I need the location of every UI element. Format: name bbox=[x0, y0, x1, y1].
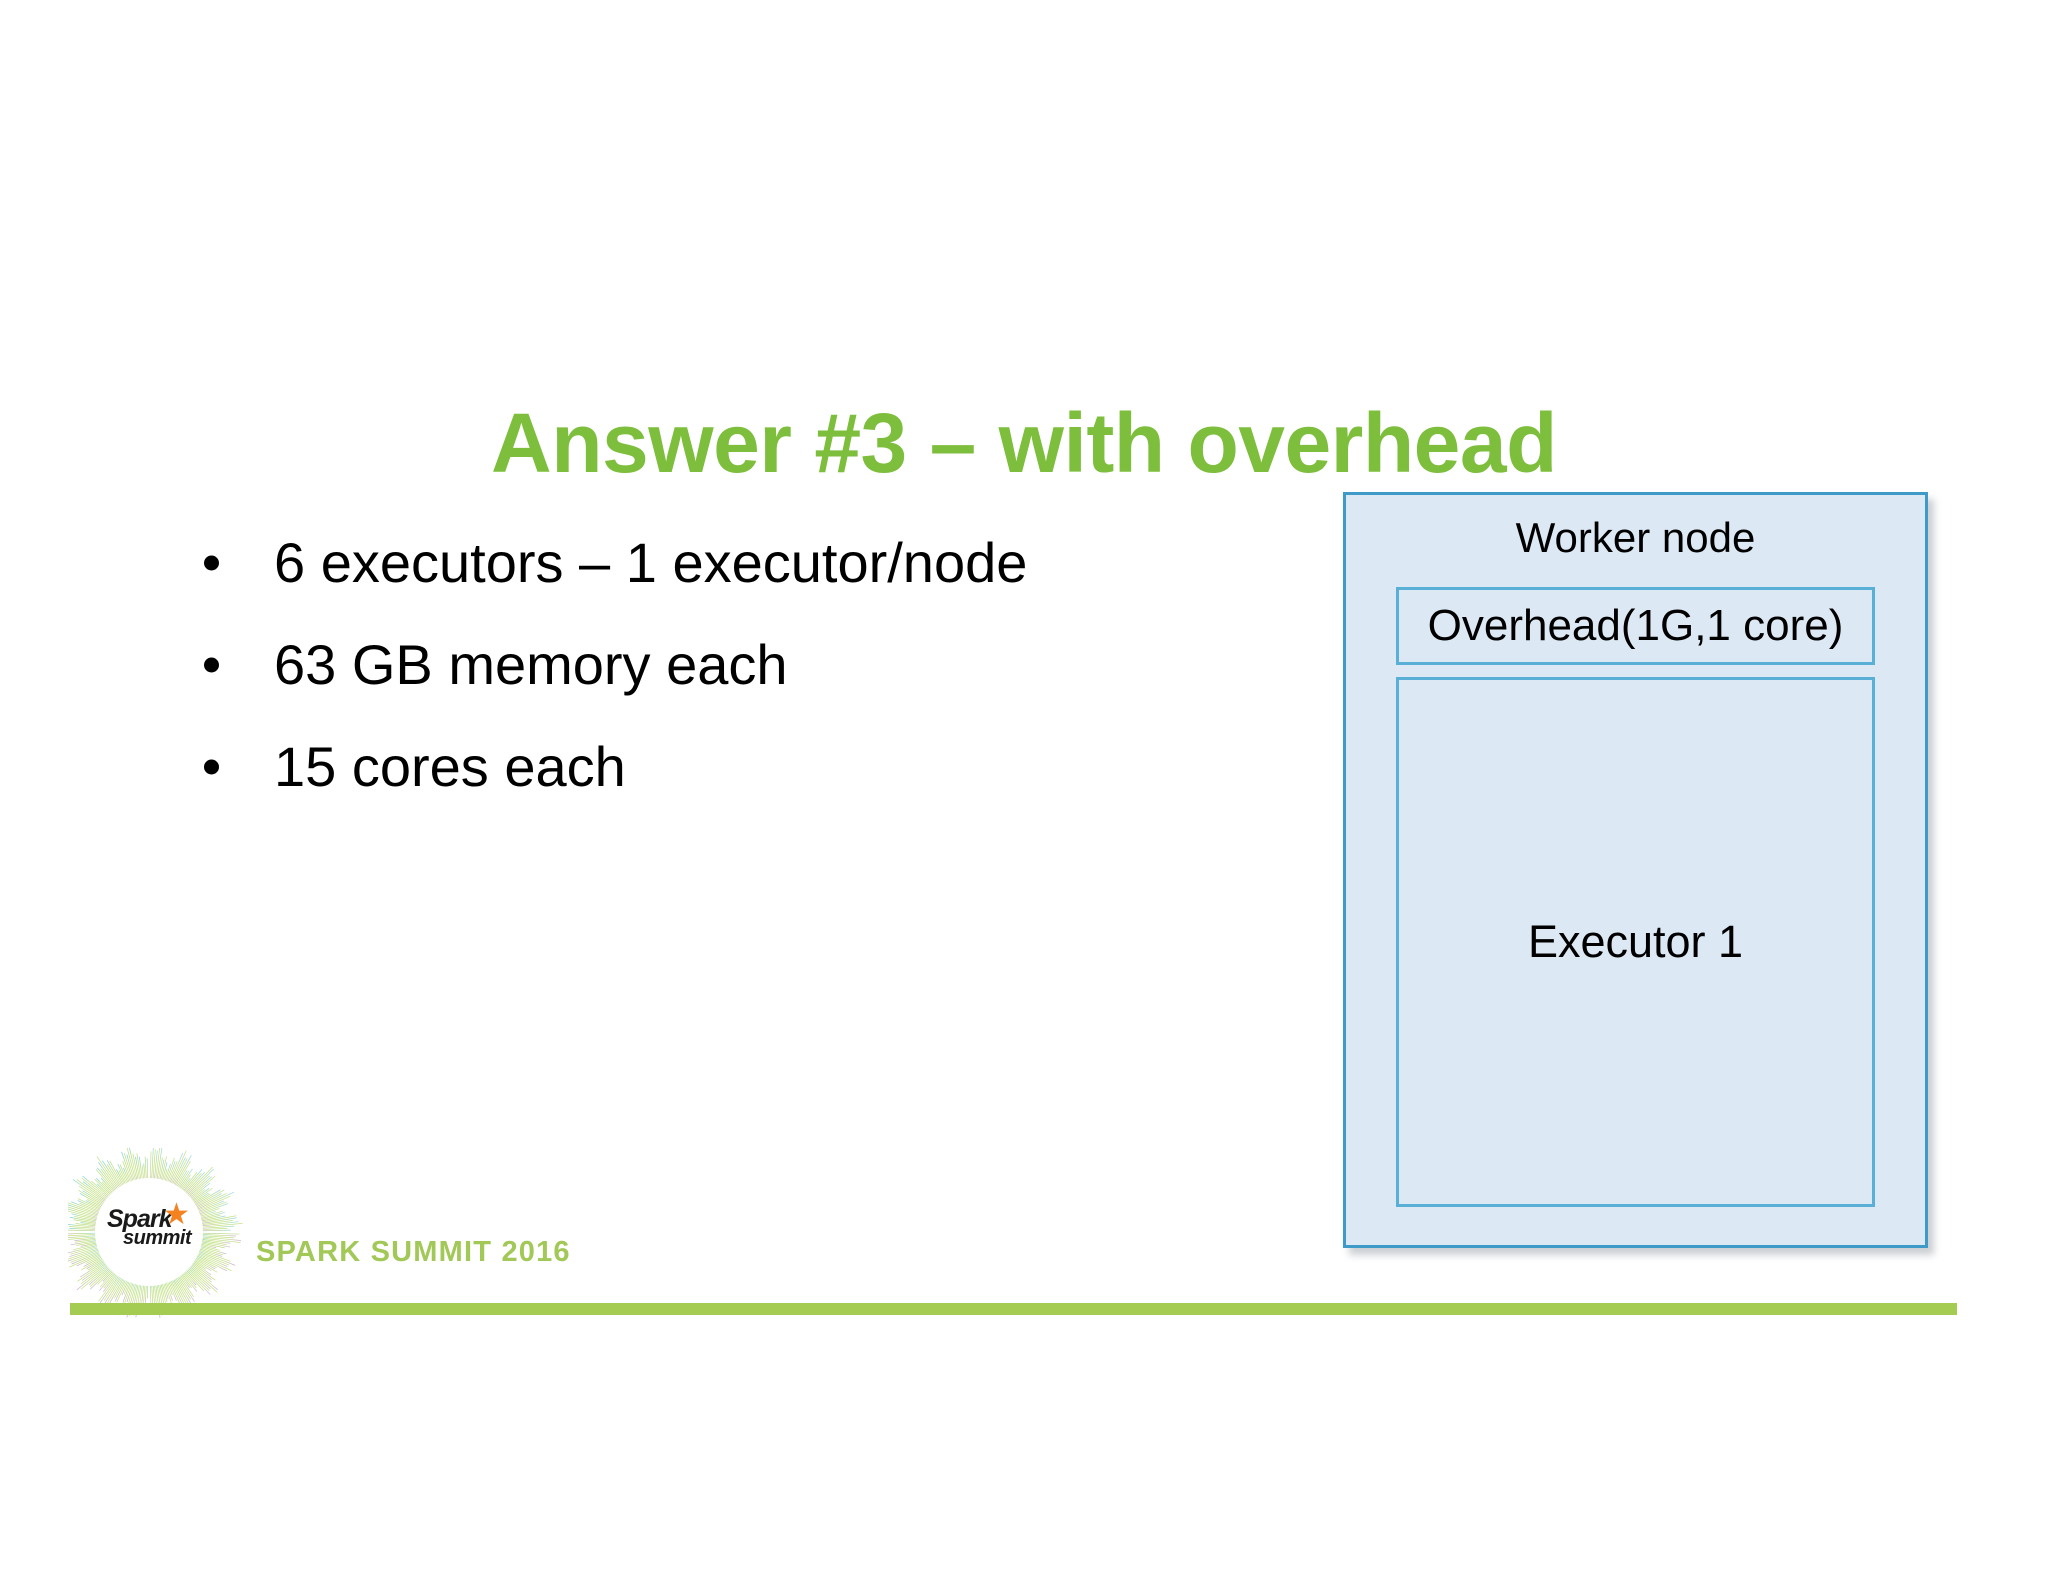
footer-accent-bar bbox=[70, 1303, 1957, 1315]
list-item: 63 GB memory each bbox=[196, 637, 1316, 693]
list-item: 15 cores each bbox=[196, 739, 1316, 795]
executor-label: Executor 1 bbox=[1527, 916, 1744, 967]
logo-circle bbox=[95, 1178, 203, 1286]
logo-spark-text: Spark bbox=[107, 1205, 172, 1233]
overhead-label: Overhead(1G,1 core) bbox=[1427, 601, 1844, 650]
bullet-marker-icon bbox=[204, 657, 219, 673]
bullet-list: 6 executors – 1 executor/node 63 GB memo… bbox=[196, 535, 1316, 841]
list-item-label: 63 GB memory each bbox=[274, 633, 788, 696]
star-icon: ★ bbox=[163, 1198, 190, 1231]
logo-wordmark: Spark ★ summit bbox=[107, 1200, 197, 1261]
bullet-marker-icon bbox=[204, 555, 219, 571]
logo-summit-text: summit bbox=[123, 1227, 192, 1249]
worker-node-box: Worker node Overhead(1G,1 core) Executor… bbox=[1343, 492, 1928, 1248]
list-item: 6 executors – 1 executor/node bbox=[196, 535, 1316, 591]
bullet-marker-icon bbox=[204, 759, 219, 775]
worker-node-label: Worker node bbox=[1515, 514, 1756, 561]
overhead-box: Overhead(1G,1 core) bbox=[1396, 587, 1875, 665]
list-item-label: 6 executors – 1 executor/node bbox=[274, 531, 1028, 594]
footer-brand-text: SPARK SUMMIT 2016 bbox=[256, 1236, 571, 1268]
spark-summit-logo: Spark ★ summit bbox=[68, 1148, 256, 1318]
page-title: Answer #3 – with overhead bbox=[491, 396, 1557, 491]
list-item-label: 15 cores each bbox=[274, 735, 626, 798]
executor-box: Executor 1 bbox=[1396, 677, 1875, 1207]
